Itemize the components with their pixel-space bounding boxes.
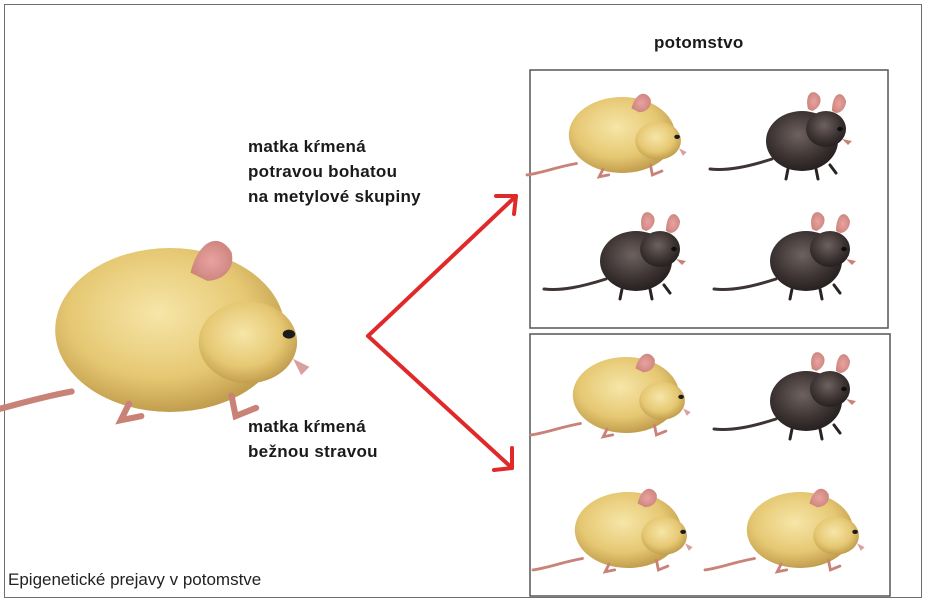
figure-caption: Epigenetické prejavy v potomstve bbox=[8, 570, 261, 590]
offspring-dark-mouse bbox=[714, 212, 856, 299]
mother-mouse bbox=[0, 241, 309, 420]
offspring-yellow-mouse bbox=[531, 354, 691, 437]
offspring-yellow-mouse bbox=[705, 489, 865, 572]
offspring-header: potomstvo bbox=[654, 30, 744, 55]
offspring-dark-mouse bbox=[710, 92, 852, 179]
arrow-upper bbox=[368, 196, 516, 336]
offspring-dark-mouse bbox=[544, 212, 686, 299]
offspring-yellow-mouse bbox=[527, 94, 687, 177]
normal-diet-label: matka kŕmená bežnou stravou bbox=[248, 414, 378, 464]
methyl-diet-label: matka kŕmená potravou bohatou na metylov… bbox=[248, 134, 421, 209]
diet-arrows bbox=[368, 196, 516, 470]
offspring-dark-mouse bbox=[714, 352, 856, 439]
offspring-yellow-mouse bbox=[533, 489, 693, 572]
arrow-lower bbox=[368, 336, 512, 468]
